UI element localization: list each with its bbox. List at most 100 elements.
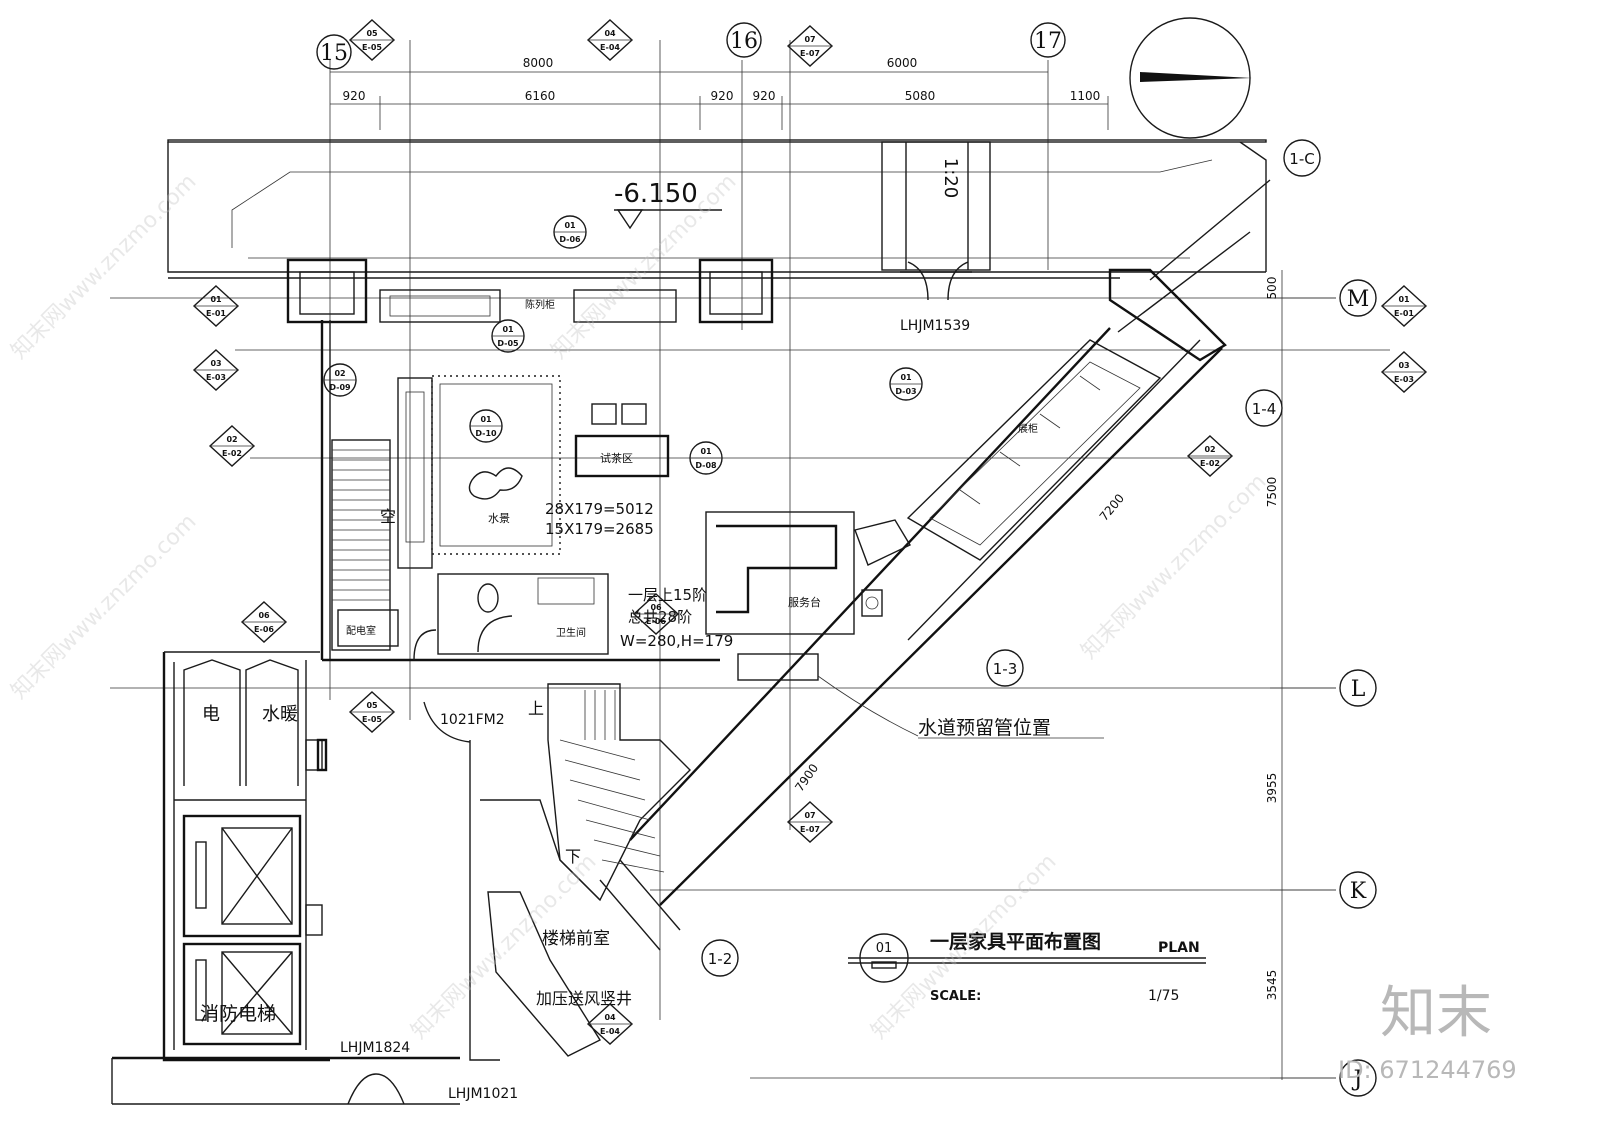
main-stair: 空 xyxy=(331,377,433,651)
service-desk-label: 服务台 xyxy=(788,595,821,609)
stair-void-label: 空 xyxy=(380,507,396,526)
grid-bubble-15: 15 xyxy=(316,34,352,70)
stair-lobby-label: 楼梯前室 xyxy=(542,929,610,949)
brand-id: ID: 671244769 xyxy=(1338,1056,1517,1084)
svg-text:E-06: E-06 xyxy=(254,625,274,634)
scale-label: SCALE: xyxy=(930,989,981,1004)
svg-text:01: 01 xyxy=(480,415,492,424)
svg-text:E-07: E-07 xyxy=(800,825,820,834)
brand-logo: 知末 xyxy=(1380,981,1492,1046)
watermarks: 知末网www.znzmo.com 知末网www.znzmo.com 知末网www… xyxy=(7,169,1272,1044)
dimension-lines xyxy=(110,40,1390,1080)
drawing-number: 01 xyxy=(876,941,893,956)
slope-label: 1:20 xyxy=(940,158,961,198)
lower-rooms: 电 水暖 消防电梯 楼梯前室 加压送风竖井 xyxy=(174,659,632,1061)
svg-text:01: 01 xyxy=(210,295,222,304)
grid-label-17: 17 xyxy=(1034,29,1062,54)
stair-down-label: 下 xyxy=(565,847,581,866)
svg-text:E-03: E-03 xyxy=(206,373,226,382)
cabinet-label: 展柜 xyxy=(1018,422,1038,435)
grid-bubble-j: J xyxy=(1339,1059,1377,1097)
drawing-title: 一层家具平面布置图 xyxy=(930,930,1101,953)
stair-info-1: 一层上15阶 xyxy=(628,586,707,604)
dim-920-a: 920 xyxy=(343,89,366,103)
tea-area-label: 试茶区 xyxy=(600,452,633,465)
grid-label-m: M xyxy=(1347,287,1370,312)
svg-text:E-01: E-01 xyxy=(206,309,226,318)
grid-label-j: J xyxy=(1352,1067,1363,1092)
display-cabinet: 陈列柜 xyxy=(379,289,677,323)
dim-8000: 8000 xyxy=(523,56,554,70)
svg-text:E-03: E-03 xyxy=(1394,375,1414,384)
dim-7900: 7900 xyxy=(792,761,821,794)
door-codes: LHJM1539 1021FM2 LHJM1824 LHJM1021 xyxy=(340,318,970,1102)
air-shaft-label: 加压送风竖井 xyxy=(536,989,632,1008)
drawing-title-en: PLAN xyxy=(1158,940,1200,956)
grid-bubble-l: L xyxy=(1339,669,1377,707)
water-pipe-note: 水道预留管位置 xyxy=(737,653,1104,739)
svg-text:03: 03 xyxy=(1398,361,1409,370)
grid-bubble-k: K xyxy=(1339,871,1377,909)
grid-bubble-17: 17 xyxy=(1030,22,1066,58)
svg-text:07: 07 xyxy=(804,811,815,820)
grid-label-k: K xyxy=(1350,879,1367,904)
svg-text:04: 04 xyxy=(604,29,616,38)
fire-elevator-label: 消防电梯 xyxy=(200,1003,276,1025)
dim-3955: 3955 xyxy=(1265,773,1279,804)
dim-920-c: 920 xyxy=(753,89,776,103)
water-pipe-label: 水道预留管位置 xyxy=(918,717,1051,739)
door-code-lhjm1021: LHJM1021 xyxy=(448,1086,518,1102)
dimension-text: 8000 6000 920 6160 920 920 5080 1100 500… xyxy=(343,56,1279,1000)
lower-stair: 上 下 xyxy=(528,683,691,951)
washroom-label: 卫生间 xyxy=(556,626,586,639)
svg-text:D-09: D-09 xyxy=(329,383,351,392)
svg-text:07: 07 xyxy=(804,35,815,44)
svg-text:05: 05 xyxy=(366,701,378,710)
grid-bubble-1-2: 1-2 xyxy=(701,939,739,977)
grid-bubble-16: 16 xyxy=(726,22,762,58)
level-value: -6.150 xyxy=(614,179,698,209)
stair-note-1: 28X179=5012 xyxy=(545,500,654,518)
dim-5080: 5080 xyxy=(905,89,936,103)
svg-text:02: 02 xyxy=(226,435,237,444)
svg-text:02: 02 xyxy=(334,369,345,378)
diagonal-cabinet: 展柜 xyxy=(854,339,1162,566)
service-desk: 服务台 xyxy=(705,511,883,635)
grid-label-1-3: 1-3 xyxy=(993,660,1018,678)
dim-6160: 6160 xyxy=(525,89,556,103)
dim-3545: 3545 xyxy=(1265,970,1279,1001)
dim-7200: 7200 xyxy=(1097,491,1127,523)
water-well-label: 水暖 xyxy=(262,704,298,725)
brand: 知末 ID: 671244769 xyxy=(1338,981,1517,1084)
svg-text:03: 03 xyxy=(210,359,221,368)
washroom: 卫生间 配电室 xyxy=(337,573,609,661)
stair-info-3: W=280,H=179 xyxy=(620,632,733,650)
grid-label-16: 16 xyxy=(730,29,758,54)
door-code-lhjm1824: LHJM1824 xyxy=(340,1040,410,1056)
svg-text:01: 01 xyxy=(700,447,712,456)
grid-bubble-1-3: 1-3 xyxy=(986,649,1024,687)
door-code-lhjm1539: LHJM1539 xyxy=(900,318,970,334)
display-cabinet-label: 陈列柜 xyxy=(525,298,555,311)
stair-notes: 28X179=5012 15X179=2685 一层上15阶 总共28阶 W=2… xyxy=(545,500,733,650)
water-feature: 水景 xyxy=(431,375,561,555)
svg-text:E-05: E-05 xyxy=(362,715,382,724)
dim-6000: 6000 xyxy=(887,56,918,70)
svg-text:E-02: E-02 xyxy=(1200,459,1220,468)
dim-920-b: 920 xyxy=(711,89,734,103)
stair-note-2: 15X179=2685 xyxy=(545,520,654,538)
grid-label-1-4: 1-4 xyxy=(1252,400,1277,418)
north-arrow xyxy=(1129,17,1252,139)
svg-text:E-04: E-04 xyxy=(600,1027,620,1036)
svg-text:D-05: D-05 xyxy=(497,339,519,348)
svg-text:01: 01 xyxy=(1398,295,1410,304)
svg-text:01: 01 xyxy=(900,373,912,382)
svg-text:E-02: E-02 xyxy=(222,449,242,458)
svg-text:D-10: D-10 xyxy=(475,429,497,438)
svg-text:01: 01 xyxy=(502,325,514,334)
dim-7500: 7500 xyxy=(1265,477,1279,508)
electric-label: 电 xyxy=(202,704,220,725)
watermark-3: 知末网www.znzmo.com xyxy=(1077,469,1272,664)
dim-500: 500 xyxy=(1265,277,1279,300)
